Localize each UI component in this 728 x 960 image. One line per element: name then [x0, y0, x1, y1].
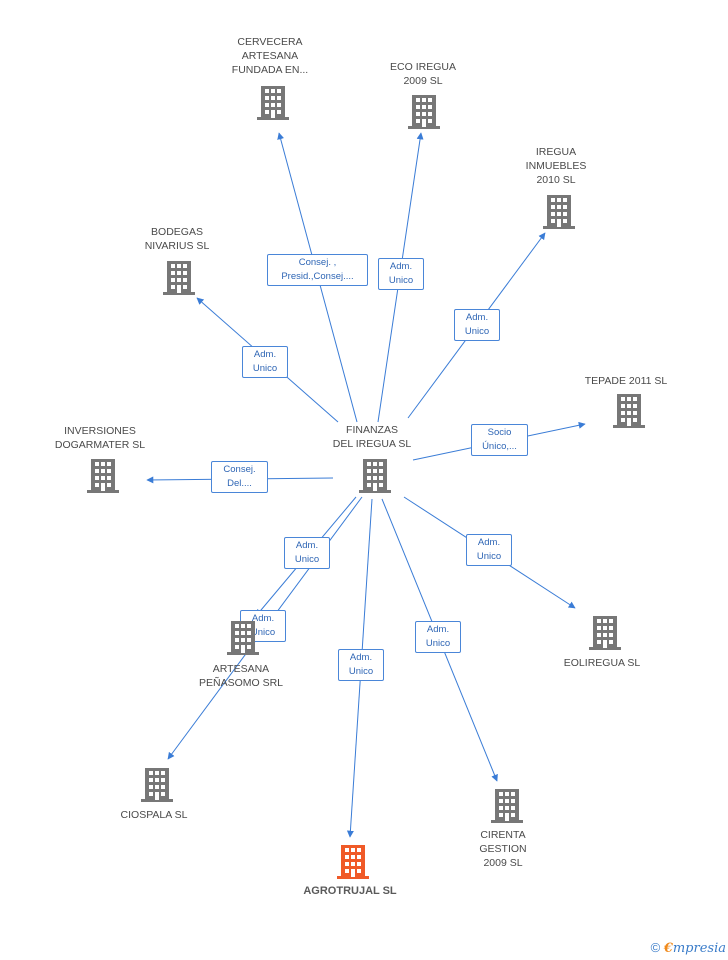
- edge-label-cervecera[interactable]: Consej. , Presid.,Consej....: [267, 254, 368, 286]
- building-icon: [337, 845, 369, 879]
- edge-label-tepade[interactable]: Socio Único,...: [471, 424, 528, 456]
- building-icon: [589, 616, 621, 650]
- node-label-inversiones: INVERSIONES DOGARMATER SL: [54, 425, 146, 451]
- node-label-cirenta: CIRENTA GESTION 2009 SL: [479, 829, 527, 869]
- building-icon: [359, 459, 391, 493]
- building-icon: [87, 459, 119, 493]
- building-icon: [543, 195, 575, 229]
- edge-label-inversiones[interactable]: Consej. Del....: [211, 461, 268, 493]
- edge-label-bodegas[interactable]: Adm. Unico: [242, 346, 288, 378]
- node-label-tepade: TEPADE 2011 SL: [584, 375, 668, 387]
- building-icon: [491, 789, 523, 823]
- brand-e-letter: €: [663, 941, 673, 956]
- building-icon: [227, 621, 259, 655]
- edge-label-cirenta[interactable]: Adm. Unico: [415, 621, 461, 653]
- node-label-eoliregua: EOLIREGUA SL: [563, 657, 641, 669]
- copyright-symbol: ©: [650, 940, 661, 955]
- building-icon: [257, 86, 289, 120]
- building-icon: [163, 261, 195, 295]
- edge-label-iregua-inmuebles[interactable]: Adm. Unico: [454, 309, 500, 341]
- building-icon: [408, 95, 440, 129]
- brand-name: mpresia: [672, 941, 726, 956]
- empresia-logo[interactable]: © €mpresia: [651, 940, 726, 956]
- node-label-artesana: ARTESANA PEÑASOMO SRL: [198, 663, 284, 689]
- building-icon: [141, 768, 173, 802]
- building-icon: [613, 394, 645, 428]
- node-label-ciospala: CIOSPALA SL: [120, 809, 188, 821]
- node-label-cervecera: CERVECERA ARTESANA FUNDADA EN...: [231, 36, 309, 76]
- edge-label-eoliregua[interactable]: Adm. Unico: [466, 534, 512, 566]
- node-label-eco-iregua: ECO IREGUA 2009 SL: [390, 61, 456, 87]
- edge-label-eco-iregua[interactable]: Adm. Unico: [378, 258, 424, 290]
- node-label-iregua-inmuebles: IREGUA INMUEBLES 2010 SL: [525, 146, 587, 186]
- node-label-finanzas: FINANZAS DEL IREGUA SL: [332, 424, 412, 450]
- edge-label-agrotrujal[interactable]: Adm. Unico: [338, 649, 384, 681]
- edge-label-artesana[interactable]: Adm. Unico: [284, 537, 330, 569]
- node-label-agrotrujal: AGROTRUJAL SL: [303, 885, 397, 897]
- node-label-bodegas: BODEGAS NIVARIUS SL: [144, 226, 210, 252]
